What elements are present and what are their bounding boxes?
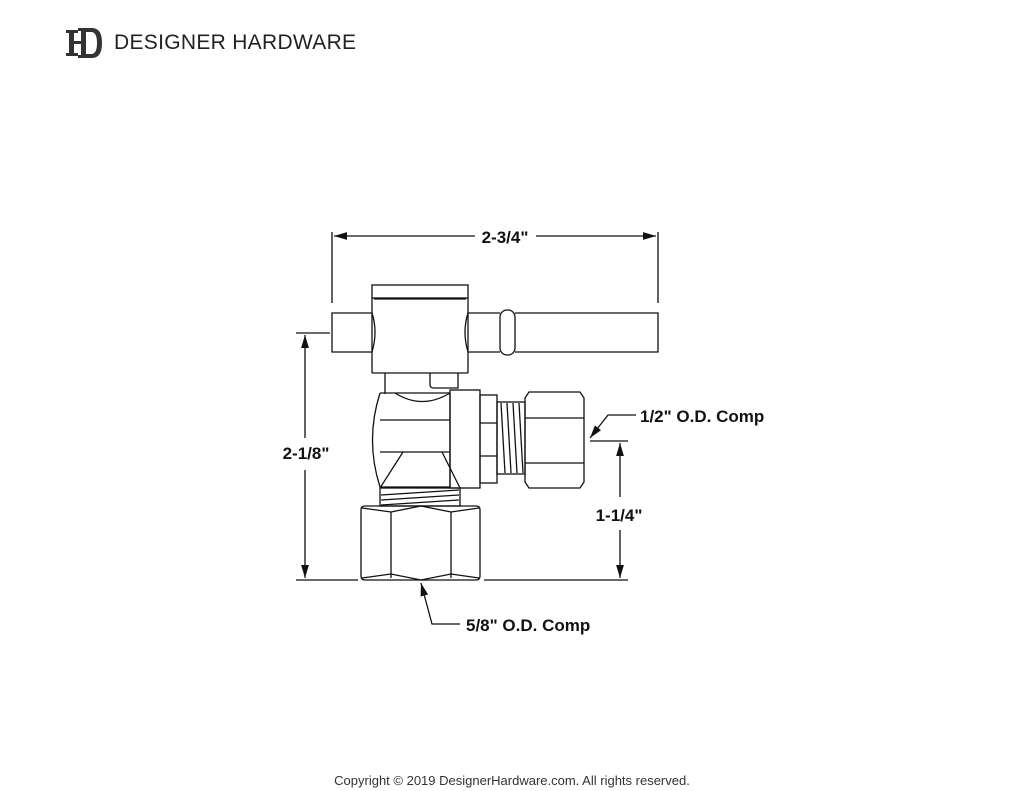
callout-inlet: 5/8" O.D. Comp [466, 616, 590, 635]
brand-name: DESIGNER HARDWARE [114, 31, 357, 54]
dim-overall-height: 2-1/8" [283, 444, 330, 463]
copyright-text: Copyright © 2019 DesignerHardware.com. A… [334, 773, 690, 788]
dim-outlet-height: 1-1/4" [596, 506, 643, 525]
callout-outlet: 1/2" O.D. Comp [640, 407, 764, 426]
brand-header: DESIGNER HARDWARE [64, 26, 356, 60]
dim-overall-width: 2-3/4" [482, 228, 529, 247]
dh-monogram-icon [66, 28, 102, 58]
